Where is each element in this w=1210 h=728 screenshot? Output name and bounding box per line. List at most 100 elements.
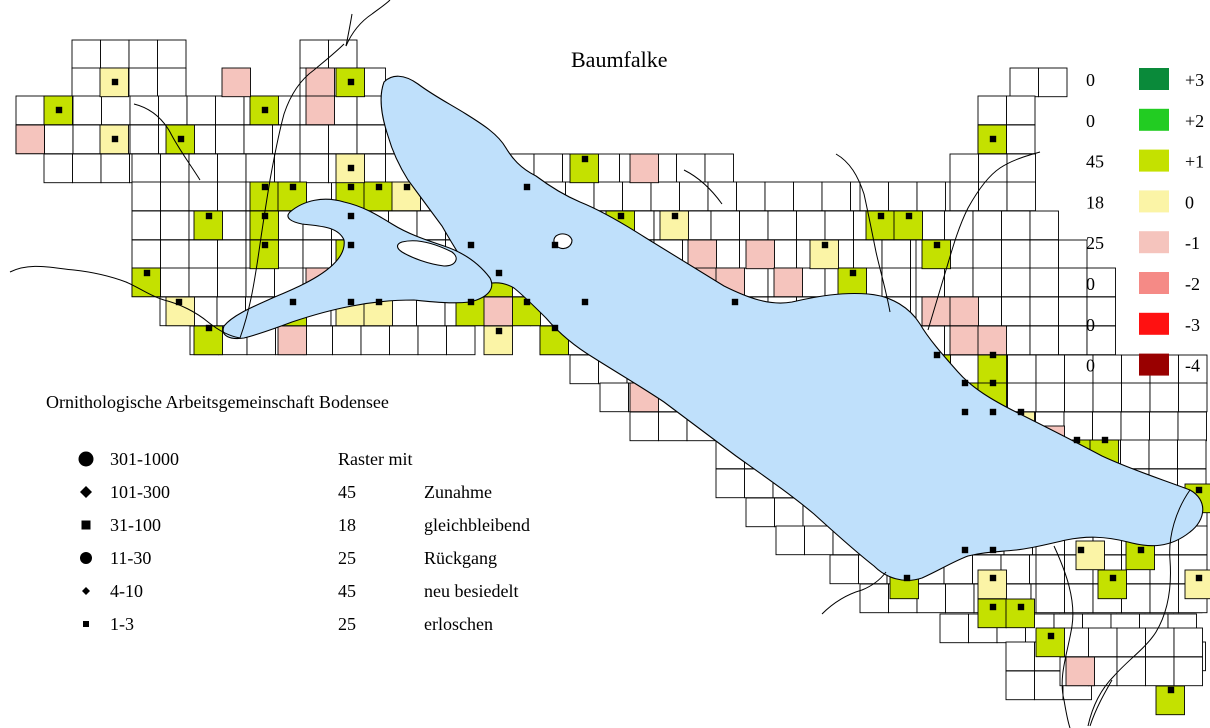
grid-square xyxy=(100,153,130,184)
grid-square xyxy=(417,325,447,356)
change-legend-label: -3 xyxy=(1185,315,1200,335)
occurrence-square xyxy=(581,298,589,306)
grid-square xyxy=(188,239,218,270)
occurrence-square xyxy=(1195,574,1203,582)
change-legend-swatch xyxy=(1139,190,1169,213)
grid-square xyxy=(739,210,769,241)
river-south-west xyxy=(821,571,887,615)
change-cell-minus1 xyxy=(221,67,251,98)
occurrence-square xyxy=(961,408,969,416)
size-legend-label: 1-3 xyxy=(110,614,134,634)
river-rhine-alpine xyxy=(1087,489,1191,727)
change-cell-zero xyxy=(1184,569,1210,600)
grid-square xyxy=(972,239,1002,270)
summary-label: Rückgang xyxy=(424,548,497,568)
occurrence-square xyxy=(403,183,411,191)
change-cell-minus1 xyxy=(277,325,307,356)
grid-square xyxy=(1034,670,1064,701)
grid-square xyxy=(160,210,190,241)
grid-square xyxy=(679,181,709,212)
size-legend-symbol-square-medium xyxy=(81,520,91,530)
grid-square xyxy=(217,239,247,270)
grid-square xyxy=(972,267,1002,298)
grid-square xyxy=(160,239,190,270)
occurrence-square xyxy=(989,351,997,359)
grid-square xyxy=(650,181,680,212)
grid-square xyxy=(44,124,74,155)
grid-square xyxy=(793,181,823,212)
change-cell-plus1 xyxy=(1005,598,1035,629)
grid-square xyxy=(1120,411,1150,442)
grid-square xyxy=(15,95,45,126)
grid-square xyxy=(1029,325,1059,356)
grid-square xyxy=(978,181,1008,212)
grid-square xyxy=(299,153,329,184)
change-cell-minus1 xyxy=(305,95,335,126)
grid-square xyxy=(972,210,1002,241)
change-cell-zero xyxy=(99,124,129,155)
grid-square xyxy=(944,210,974,241)
grid-square xyxy=(128,67,158,98)
occurrence-square xyxy=(1073,436,1081,444)
size-legend-label: 4-10 xyxy=(110,581,143,601)
grid-square xyxy=(101,95,131,126)
occurrence-square xyxy=(989,546,997,554)
grid-square xyxy=(945,583,975,614)
grid-square xyxy=(1035,583,1065,614)
grid-square xyxy=(1148,439,1178,470)
change-legend-count: 0 xyxy=(1086,111,1095,131)
occurrence-square xyxy=(289,298,297,306)
grid-square xyxy=(215,124,245,155)
grid-square xyxy=(1035,354,1065,385)
occurrence-square xyxy=(205,324,213,332)
grid-square xyxy=(131,181,161,212)
occurrence-square xyxy=(731,298,739,306)
size-legend-symbol-diamond-large xyxy=(80,486,92,498)
grid-square xyxy=(245,153,275,184)
grid-square xyxy=(160,181,190,212)
river-east xyxy=(683,169,723,205)
river-alpine-branch xyxy=(1053,545,1074,728)
change-legend-count: 25 xyxy=(1086,233,1104,253)
grid-square xyxy=(71,39,101,70)
grid-square xyxy=(859,583,889,614)
grid-square xyxy=(1064,382,1094,413)
grid-square xyxy=(704,153,734,184)
occurrence-square xyxy=(905,212,913,220)
grid-square xyxy=(1009,67,1039,98)
change-legend-swatch xyxy=(1139,312,1169,335)
change-cell-plus1 xyxy=(977,354,1007,385)
grid-square xyxy=(129,95,159,126)
occurrence-square xyxy=(261,241,269,249)
occurrence-square xyxy=(143,269,151,277)
grid-square xyxy=(157,39,187,70)
grid-square xyxy=(186,95,216,126)
size-legend-label: 101-300 xyxy=(110,482,170,502)
occurrence-square xyxy=(177,135,185,143)
occurrence-square xyxy=(1109,574,1117,582)
grid-square xyxy=(1088,627,1118,658)
occurrence-square xyxy=(1195,486,1203,494)
lake-obersee xyxy=(380,75,1204,581)
grid-square xyxy=(881,267,911,298)
occurrence-square xyxy=(261,212,269,220)
occurrence-square xyxy=(1047,632,1055,640)
occurrence-square xyxy=(821,241,829,249)
grid-square xyxy=(888,181,918,212)
change-legend-label: +1 xyxy=(1185,152,1204,172)
rivers xyxy=(9,0,1191,728)
change-cell-plus1 xyxy=(1035,627,1065,658)
occurrence-square xyxy=(495,327,503,335)
change-cell-minus1 xyxy=(745,239,775,270)
river-southeast xyxy=(1089,679,1113,727)
grid-square xyxy=(569,354,599,385)
grid-square xyxy=(157,67,187,98)
grid-square xyxy=(1058,267,1088,298)
change-legend-label: +2 xyxy=(1185,111,1204,131)
grid-square xyxy=(1063,411,1093,442)
size-legend-label: 31-100 xyxy=(110,515,161,535)
occurrence-square xyxy=(989,379,997,387)
grid-square xyxy=(1092,382,1122,413)
